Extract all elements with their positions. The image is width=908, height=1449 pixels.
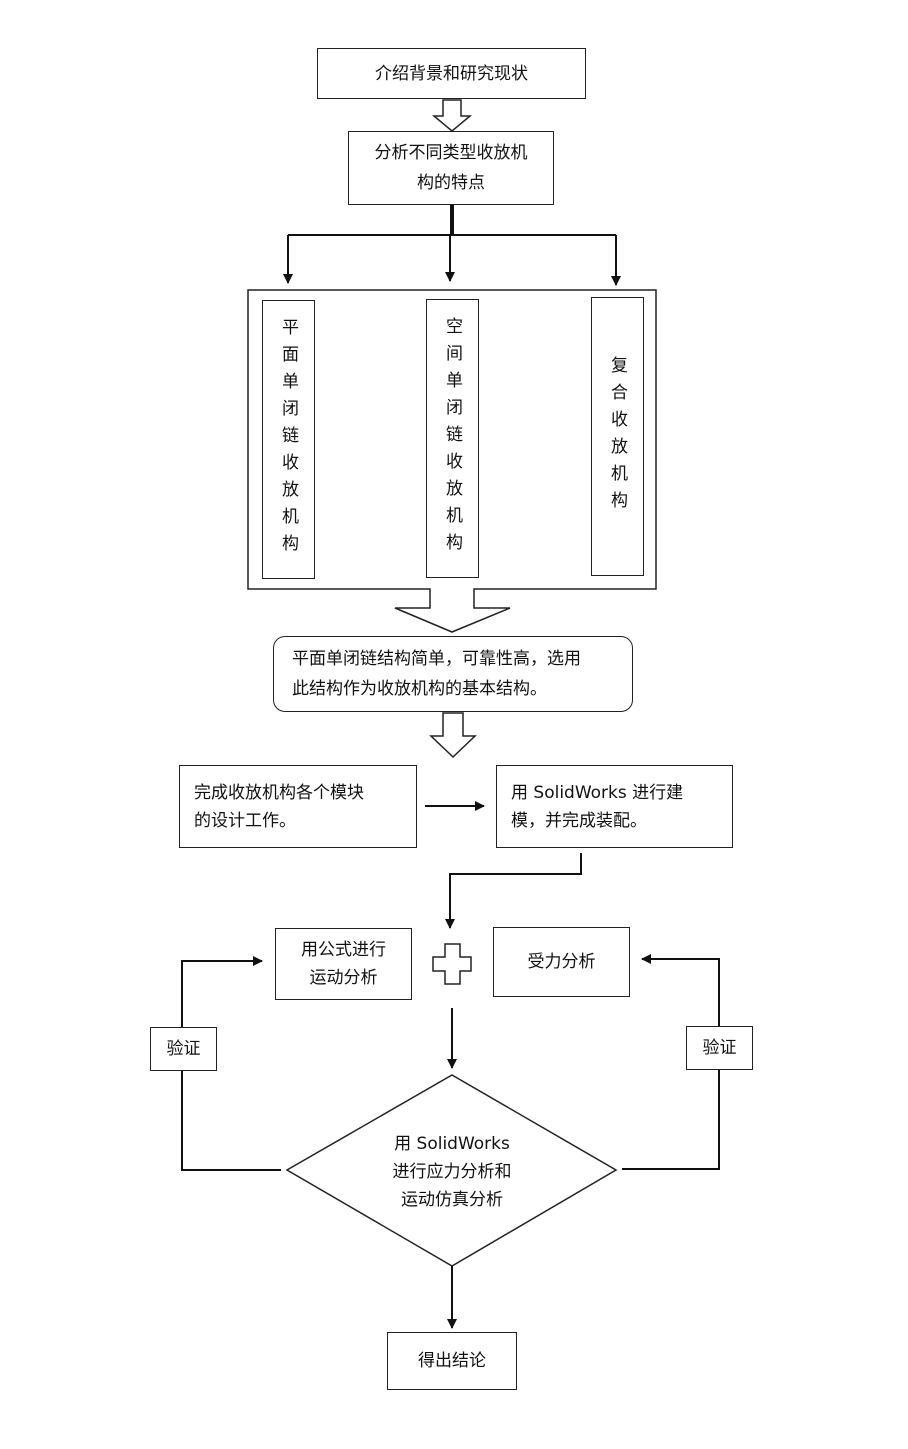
node-kinematics-line2: 运动分析 — [309, 968, 378, 988]
node-analyze-types-line1: 分析不同类型收放机 — [374, 143, 528, 163]
node-simulation-line2: 进行应力分析和 — [392, 1162, 512, 1182]
node-verify-right-label: 验证 — [702, 1038, 737, 1058]
node-kinematics: 用公式进行 运动分析 — [275, 928, 412, 1000]
node-verify-left: 验证 — [150, 1027, 217, 1071]
node-module-design-line2: 的设计工作。 — [194, 810, 296, 831]
node-intro-label: 介绍背景和研究现状 — [375, 63, 528, 84]
node-simulation-line3: 运动仿真分析 — [401, 1190, 503, 1210]
node-intro: 介绍背景和研究现状 — [317, 48, 586, 99]
node-conclusion-label: 得出结论 — [418, 1351, 486, 1371]
node-composite: 复合收放机构 — [591, 297, 644, 576]
node-conclusion: 得出结论 — [387, 1332, 517, 1390]
node-composite-label: 复合收放机构 — [607, 355, 627, 518]
group-container — [247, 289, 657, 633]
node-force-analysis-label: 受力分析 — [527, 952, 596, 972]
node-verify-right: 验证 — [686, 1026, 753, 1070]
node-simulation-text: 用 SolidWorks 进行应力分析和 运动仿真分析 — [352, 1130, 552, 1214]
node-spatial-single-loop-label: 空间单闭链收放机构 — [442, 317, 462, 560]
node-spatial-single-loop: 空间单闭链收放机构 — [426, 299, 479, 578]
node-planar-single-loop-label: 平面单闭链收放机构 — [278, 318, 298, 561]
hollow-arrow-1 — [431, 99, 473, 132]
node-force-analysis: 受力分析 — [493, 927, 630, 997]
hollow-arrow-2 — [429, 712, 477, 759]
node-modeling-line1: 用 SolidWorks 进行建 — [511, 782, 684, 803]
node-selection-line2: 此结构作为收放机构的基本结构。 — [292, 679, 547, 699]
node-module-design-line1: 完成收放机构各个模块 — [194, 782, 364, 803]
node-planar-single-loop: 平面单闭链收放机构 — [262, 300, 315, 579]
node-analyze-types: 分析不同类型收放机 构的特点 — [348, 131, 554, 205]
arrow-modeling-to-analysis — [445, 853, 582, 929]
node-selection: 平面单闭链结构简单，可靠性高，选用 此结构作为收放机构的基本结构。 — [273, 636, 633, 712]
node-selection-line1: 平面单闭链结构简单，可靠性高，选用 — [292, 649, 581, 669]
plus-icon — [432, 943, 472, 985]
node-kinematics-line1: 用公式进行 — [301, 940, 386, 960]
node-simulation-line1: 用 SolidWorks — [394, 1134, 510, 1154]
node-analyze-types-line2: 构的特点 — [417, 173, 485, 193]
node-modeling: 用 SolidWorks 进行建 模，并完成装配。 — [496, 765, 733, 848]
node-modeling-line2: 模，并完成装配。 — [511, 810, 647, 831]
node-module-design: 完成收放机构各个模块 的设计工作。 — [179, 765, 417, 848]
node-verify-left-label: 验证 — [166, 1039, 201, 1059]
